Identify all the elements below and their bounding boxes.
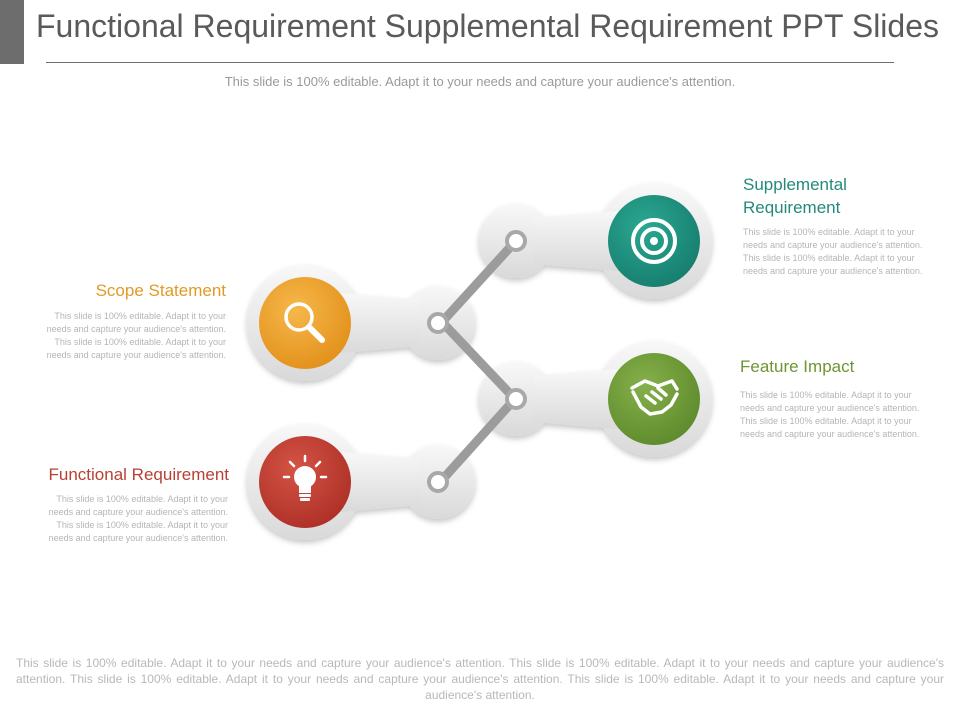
joint-rings [427, 230, 527, 493]
magnifier-icon [284, 302, 325, 343]
feature-impact-description: This slide is 100% editable. Adapt it to… [740, 390, 920, 439]
page-title: Functional Requirement Supplemental Requ… [36, 8, 939, 44]
scope-statement-label: Scope Statement [95, 281, 226, 300]
connector-bars [437, 238, 519, 485]
scope-statement-description: This slide is 100% editable. Adapt it to… [46, 311, 226, 360]
supplemental-requirement-label: Supplemental Requirement [743, 175, 847, 217]
target-icon [631, 218, 677, 264]
handshake-icon [630, 379, 679, 416]
title-accent-bar [0, 0, 24, 64]
functional-requirement-label: Functional Requirement [48, 465, 229, 484]
feature-impact-label: Feature Impact [740, 357, 855, 376]
title-divider [46, 62, 894, 63]
lightbulb-icon [282, 454, 328, 501]
functional-requirement-description: This slide is 100% editable. Adapt it to… [48, 494, 228, 543]
feature-impact-disc [608, 353, 700, 445]
footer-note: This slide is 100% editable. Adapt it to… [16, 656, 944, 702]
subtitle: This slide is 100% editable. Adapt it to… [224, 74, 736, 89]
supplemental-requirement-description: This slide is 100% editable. Adapt it to… [743, 227, 923, 276]
scope-statement-disc [259, 277, 351, 369]
